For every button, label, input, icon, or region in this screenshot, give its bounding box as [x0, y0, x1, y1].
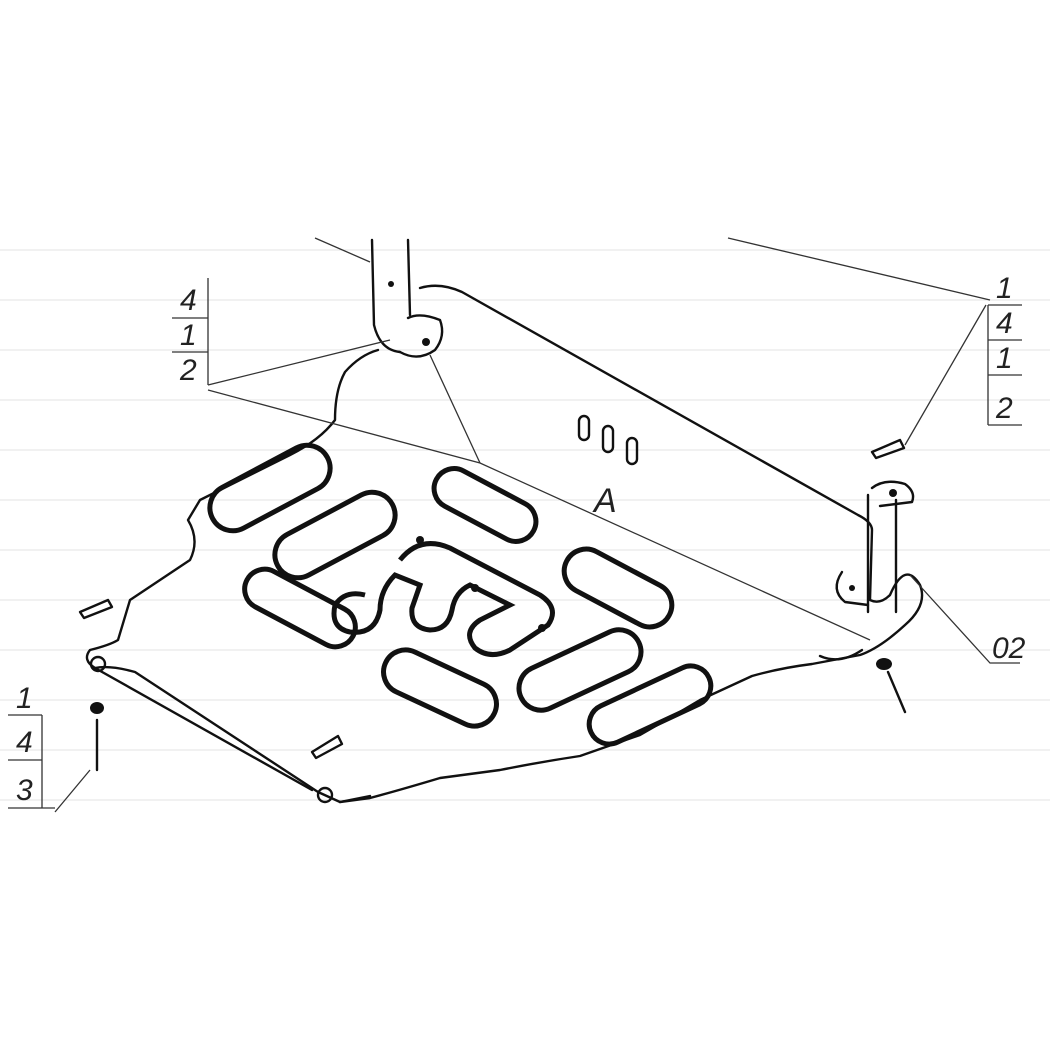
- callout-label: 4: [16, 726, 33, 759]
- callout-left-upper: 4 1 2: [172, 278, 209, 387]
- callout-label: 2: [179, 354, 197, 387]
- slot: [381, 647, 499, 729]
- callout-right-upper: 1 4 1 2: [987, 272, 1022, 426]
- fastener-left-front: [78, 598, 114, 772]
- slot: [516, 627, 644, 713]
- fastener-right-bottom: [876, 658, 907, 714]
- callout-part-number: 02: [992, 632, 1026, 665]
- bracket-right: [835, 480, 915, 614]
- bracket-left: [370, 238, 444, 358]
- background-hatching: [0, 249, 1050, 801]
- callout-label: 1: [16, 682, 33, 715]
- plate-slots: [207, 442, 714, 747]
- slot: [272, 489, 398, 581]
- plate-edge-rear: [818, 648, 864, 661]
- callout-label: 1: [180, 319, 197, 352]
- view-label: A: [592, 482, 617, 520]
- plate-edge-front: [93, 666, 372, 804]
- fastener-left-rear: [310, 734, 344, 804]
- fastener-right-top: [870, 438, 906, 460]
- callout-label: 2: [995, 392, 1013, 425]
- slot: [242, 566, 358, 650]
- slot: [561, 546, 675, 630]
- callout-left-lower: 1 4 3: [8, 682, 55, 809]
- callout-label: 3: [16, 774, 33, 807]
- skid-plate-outline: [85, 284, 924, 804]
- callout-label: 1: [996, 342, 1013, 375]
- callout-label: 1: [996, 272, 1013, 305]
- small-holes: [577, 414, 639, 466]
- callout-label: 4: [180, 284, 197, 317]
- leader-lines: [54, 237, 1020, 813]
- callout-label: 4: [996, 307, 1013, 340]
- slot: [431, 466, 539, 544]
- stamped-pattern: [331, 541, 555, 657]
- slot: [586, 663, 714, 747]
- slot: [207, 442, 333, 534]
